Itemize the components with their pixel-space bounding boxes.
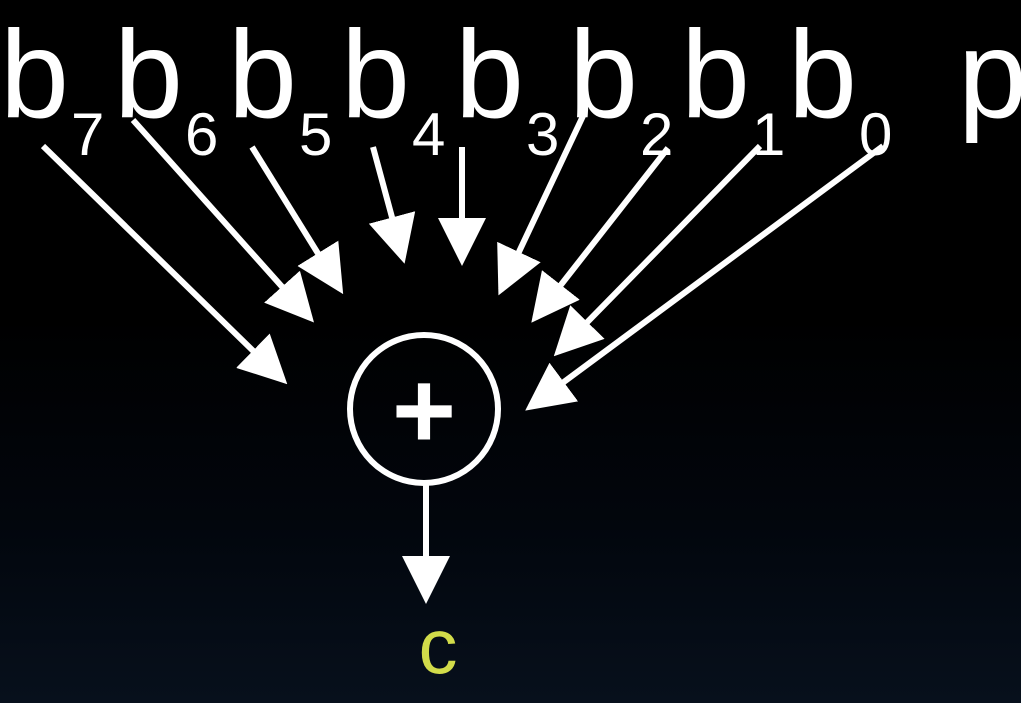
- arrow-b5: [249, 145, 344, 295]
- bit-b5-base: b: [228, 6, 297, 144]
- arrow-b4: [368, 146, 416, 264]
- xor-operator-symbol: +: [392, 349, 456, 472]
- bit-b5: b5: [228, 13, 332, 168]
- arrow-b7: [40, 143, 288, 385]
- bit-b2-subscript: 2: [639, 101, 674, 168]
- bit-b4-subscript: 4: [411, 101, 446, 168]
- bit-b6: b6: [114, 13, 218, 168]
- bit-b1-subscript: 1: [751, 101, 786, 168]
- bit-b5-subscript: 5: [298, 101, 333, 168]
- bit-b3-base: b: [455, 6, 524, 144]
- bit-b7: b7: [0, 13, 104, 168]
- xor-gate-circle: [347, 332, 501, 486]
- arrow-b0: [553, 143, 763, 357]
- bit-b1-base: b: [681, 6, 750, 144]
- bit-b0-base: b: [788, 6, 857, 144]
- output-label: c: [418, 602, 458, 690]
- bit-b1: b1: [681, 13, 785, 168]
- arrow-b6: [130, 118, 314, 323]
- arrow-b1: [531, 146, 671, 323]
- bit-b4-base: b: [341, 6, 410, 144]
- parity-label: p: [958, 6, 1021, 144]
- bit-b3-subscript: 3: [525, 101, 560, 168]
- arrow-b2: [497, 114, 586, 296]
- bit-b6-base: b: [114, 6, 183, 144]
- bit-b4: b4: [341, 13, 445, 168]
- bit-b6-subscript: 6: [184, 101, 219, 168]
- arrow-parity: [525, 143, 885, 411]
- bit-b7-subscript: 7: [70, 101, 105, 168]
- bit-b7-base: b: [0, 6, 69, 144]
- bit-b3: b3: [455, 13, 559, 168]
